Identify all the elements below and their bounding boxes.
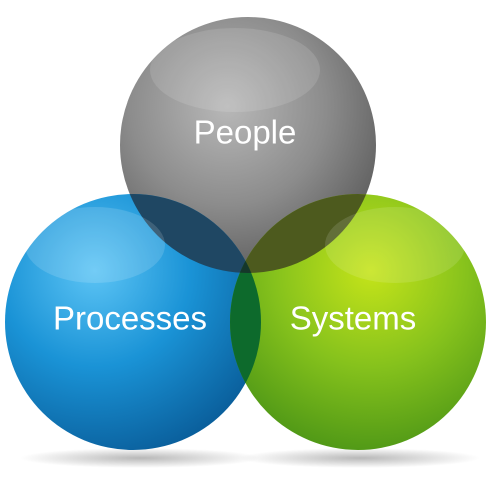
highlight-people — [150, 28, 320, 112]
shadow-left — [20, 448, 260, 468]
overlap-people-systems — [230, 194, 376, 273]
label-people: People — [194, 114, 297, 151]
overlap-people-processes — [120, 194, 261, 273]
label-processes: Processes — [53, 300, 207, 337]
highlight-processes — [25, 207, 165, 283]
shadow-right — [240, 448, 480, 468]
highlight-systems — [325, 207, 465, 283]
label-systems: Systems — [290, 300, 417, 337]
